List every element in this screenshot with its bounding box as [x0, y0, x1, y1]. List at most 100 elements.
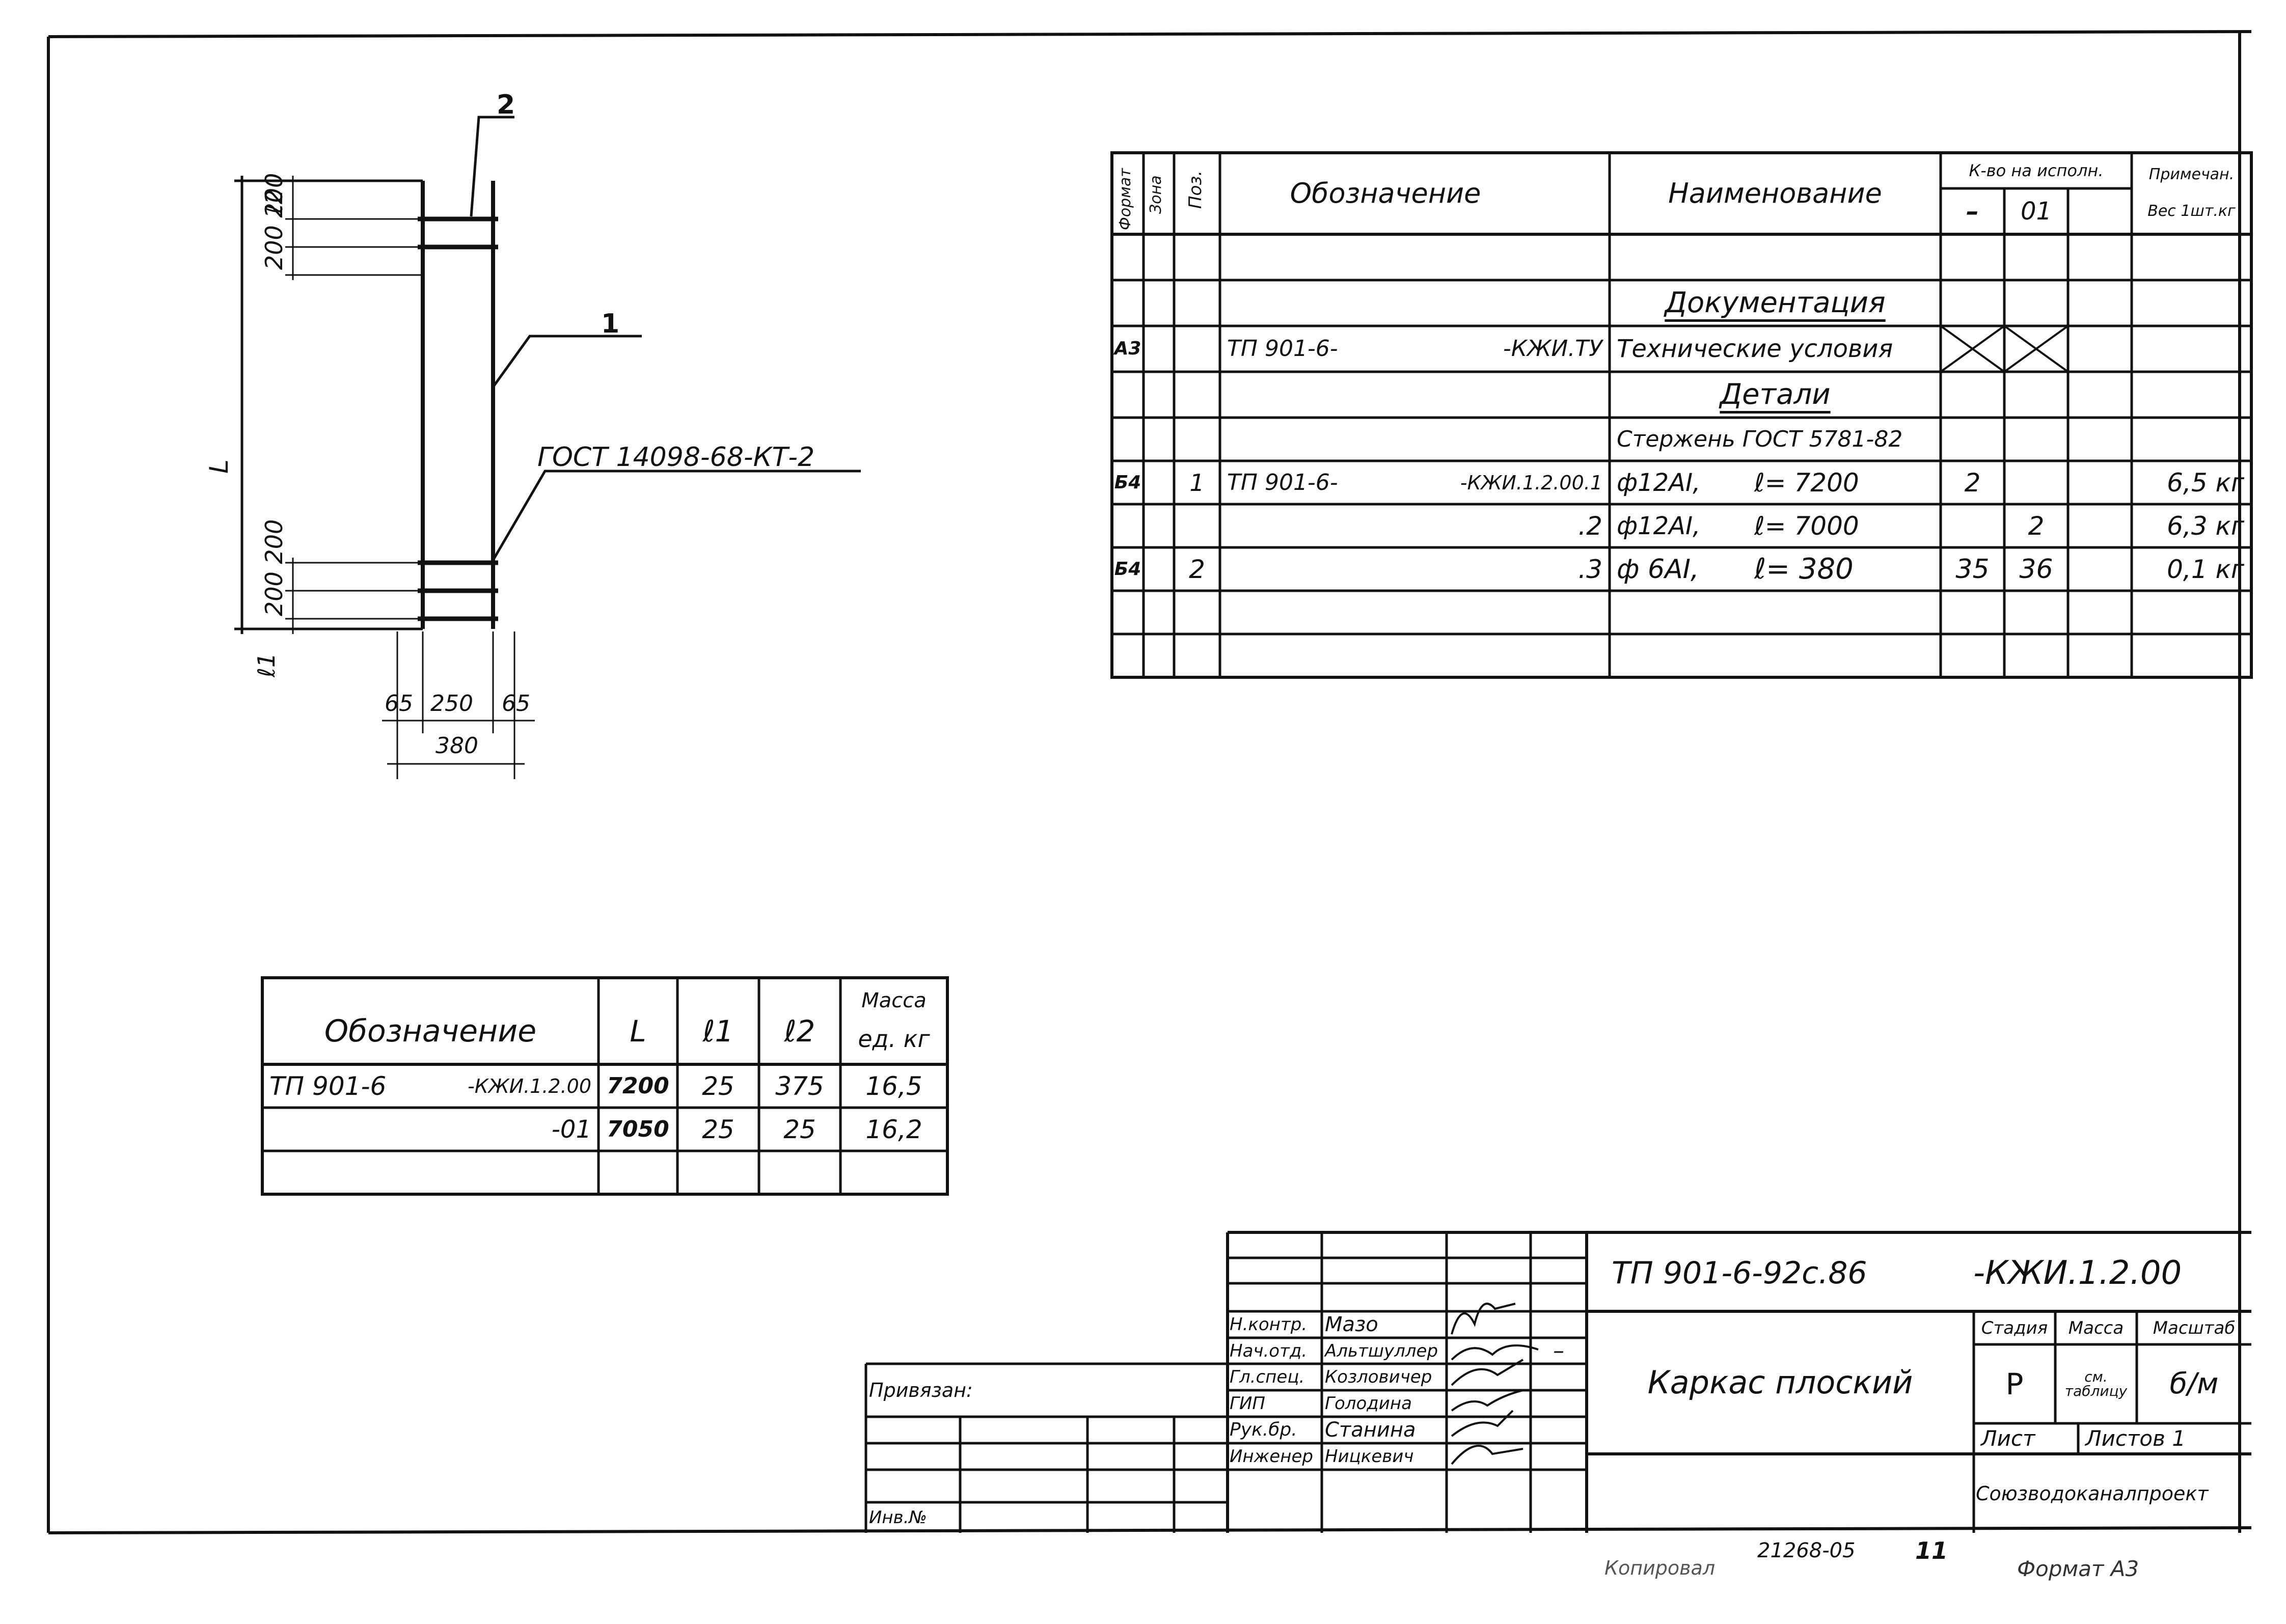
section-documentation: Документация: [1665, 286, 1886, 319]
spec-row-2-name: Стержень ГОСТ 5781-82: [1617, 426, 1903, 452]
var-header-l1: ℓ1: [702, 1014, 734, 1049]
spec-row-3-q1: 2: [1964, 467, 1981, 498]
spec-row-3-q2: [2004, 461, 2068, 504]
var-row-1-l1: 25: [702, 1071, 734, 1101]
var-row-1-mass: 16,5: [865, 1071, 922, 1101]
spec-row-1-designation-left: ТП 901-6-: [1227, 336, 1338, 362]
sheets-count: Листов 1: [2085, 1426, 2186, 1451]
title-block-grid: [864, 1231, 2251, 1533]
spec-row-3-note: 6,5 кг: [2167, 467, 2244, 498]
spec-row-4-designation-right: .2: [1578, 511, 1602, 541]
dim-top-l2: ℓ2: [260, 189, 288, 214]
footer-copied: Копировал: [1604, 1557, 1716, 1579]
var-row-2-L: 7050: [607, 1116, 669, 1142]
spec-row-3-pos: 1: [1189, 469, 1205, 497]
spec-row-4-name-a: ф12АI,: [1617, 511, 1701, 540]
var-row-1-l2: 375: [775, 1071, 824, 1101]
var-row-1-right: -КЖИ.1.2.00: [468, 1075, 591, 1097]
name-1: Мазо: [1325, 1313, 1378, 1336]
mass-label: Масса: [2068, 1317, 2124, 1338]
spec-row-3-name-b: ℓ= 7200: [1754, 467, 1859, 498]
title-code-2: -КЖИ.1.2.00: [1973, 1254, 2182, 1292]
spec-header-qty-dash: –: [1966, 197, 1979, 226]
spec-row-5-name-b: ℓ= 380: [1754, 552, 1854, 586]
role-3: Гл.спец.: [1230, 1367, 1305, 1387]
spec-header-note: Примечан.: [2148, 165, 2235, 183]
role-4: ГИП: [1230, 1393, 1265, 1414]
section-details: Детали: [1720, 378, 1831, 411]
spec-header-qty-01: 01: [2020, 197, 2052, 226]
privyazan-label: Привязан:: [869, 1379, 973, 1401]
dim-380: 380: [436, 733, 478, 759]
title-code: ТП 901-6-92с.86: [1612, 1255, 1867, 1291]
var-row-2-mass: 16,2: [865, 1114, 922, 1144]
dim-bottom-l1: ℓ1: [253, 652, 280, 677]
dim-65-left: 65: [385, 691, 413, 717]
spec-row-3-format: Б4: [1114, 472, 1141, 493]
spec-row-3-designation-left: ТП 901-6-: [1227, 469, 1338, 496]
spec-row-5-format: Б4: [1114, 558, 1141, 580]
spec-header-qty: К-во на исполн.: [1969, 161, 2104, 180]
spec-header-format: Формат: [1117, 168, 1134, 230]
spec-row-5-pos: 2: [1189, 554, 1205, 584]
var-row-2-right: -01: [551, 1115, 591, 1144]
role-5: Рук.бр.: [1230, 1419, 1297, 1440]
var-header-L: L: [630, 1014, 646, 1049]
var-header-l2: ℓ2: [784, 1014, 815, 1049]
organization: Союзводоканалпроект: [1976, 1482, 2209, 1505]
dim-65-right: 65: [502, 691, 530, 717]
var-row-2-l1: 25: [702, 1114, 734, 1144]
title-block-dash: –: [1553, 1337, 1564, 1364]
stage-label: Стадия: [1981, 1317, 2048, 1338]
variant-table-grid: [261, 976, 949, 1196]
dim-top-200-200: 200 200: [260, 173, 288, 270]
scale-label: Масштаб: [2153, 1317, 2236, 1338]
spec-table-grid: [1110, 151, 2253, 679]
gost-callout: ГОСТ 14098-68-КТ-2: [537, 442, 815, 473]
var-header-mass-sub: ед. кг: [858, 1025, 930, 1053]
var-header-designation: Обозначение: [324, 1013, 537, 1049]
position-1-label: 1: [601, 309, 620, 339]
name-6: Ницкевич: [1325, 1446, 1414, 1467]
position-2-label: 2: [497, 90, 515, 120]
role-2: Нач.отд.: [1230, 1340, 1308, 1361]
role-1: Н.контр.: [1230, 1314, 1308, 1335]
var-row-1-L: 7200: [607, 1072, 669, 1099]
dim-bottom-200-200: 200 200: [260, 519, 288, 616]
signatures: [1451, 1303, 1539, 1465]
spec-header-pos: Поз.: [1185, 170, 1206, 209]
name-3: Козловичер: [1325, 1367, 1432, 1387]
role-6: Инженер: [1230, 1446, 1313, 1467]
spec-row-5-q1: 35: [1955, 554, 1990, 585]
var-header-mass: Масса: [861, 989, 927, 1012]
spec-row-4-q2: 2: [2028, 511, 2045, 541]
scale-value: б/м: [2169, 1367, 2219, 1400]
footer-format: Формат А3: [2017, 1556, 2139, 1581]
footer-number: 21268-05: [1757, 1539, 1856, 1562]
name-2: Альтшуллер: [1325, 1340, 1438, 1361]
name-4: Голодина: [1325, 1393, 1412, 1414]
cage-drawing: [234, 116, 861, 779]
spec-header-name: Наименование: [1668, 177, 1882, 209]
inventory-label: Инв.№: [869, 1507, 927, 1528]
spec-row-4-name-b: ℓ= 7000: [1754, 511, 1859, 541]
spec-row-1-designation-right: -КЖИ.ТУ: [1503, 336, 1602, 362]
spec-row-5-name-a: ф 6АI,: [1617, 554, 1699, 585]
spec-row-4-note: 6,3 кг: [2167, 511, 2244, 541]
spec-header-zone: Зона: [1147, 175, 1165, 214]
spec-header-note-sub: Вес 1шт.кг: [2147, 202, 2236, 220]
var-row-1-left: ТП 901-6: [269, 1071, 387, 1101]
spec-row-1-format: А3: [1114, 338, 1141, 359]
spec-row-5-q2: 36: [2019, 554, 2053, 585]
name-5: Станина: [1325, 1418, 1416, 1442]
spec-row-1-name: Технические условия: [1617, 335, 1893, 363]
spec-header-designation: Обозначение: [1290, 177, 1481, 209]
spec-row-5-designation-right: .3: [1578, 554, 1602, 584]
dim-250: 250: [430, 691, 473, 717]
sheet-label: Лист: [1981, 1426, 2035, 1451]
dim-L: L: [204, 459, 234, 474]
var-row-2-l2: 25: [783, 1114, 816, 1144]
stage-value: Р: [2005, 1366, 2024, 1401]
mass-value: см. таблицу: [2064, 1368, 2128, 1399]
footer-sheet-no: 11: [1915, 1537, 1948, 1564]
